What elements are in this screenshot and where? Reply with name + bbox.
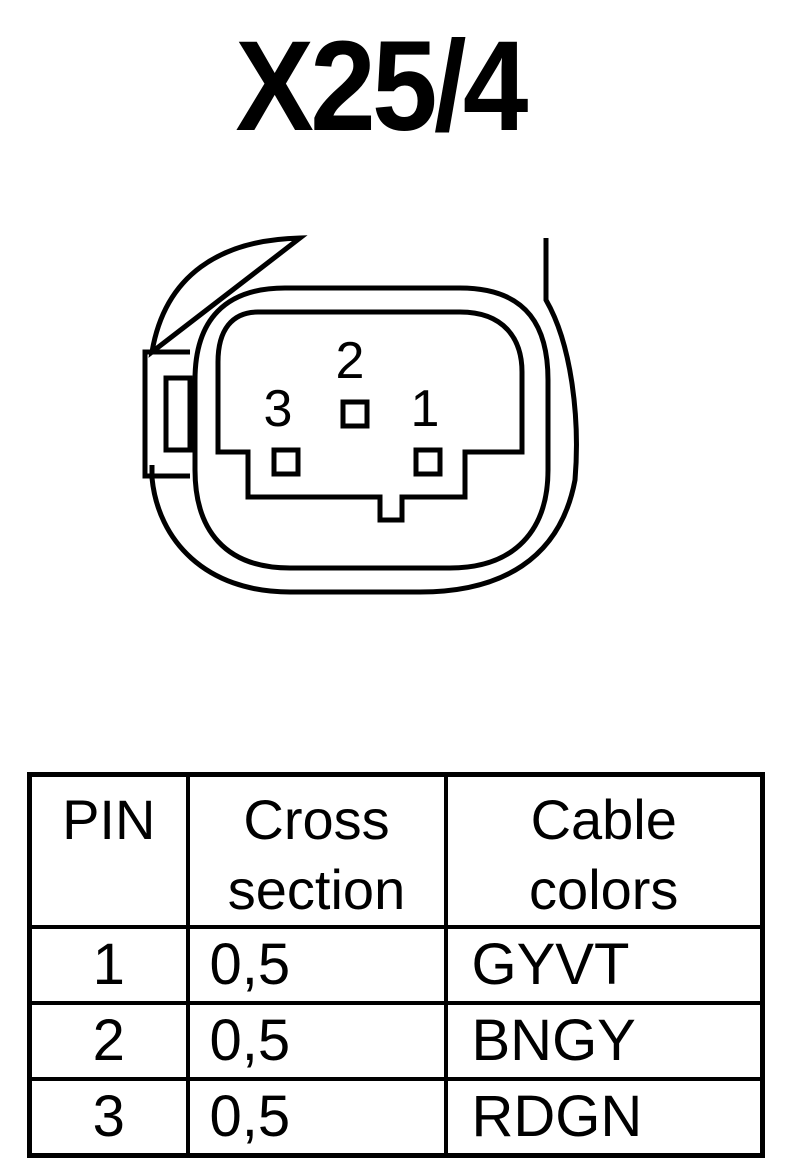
cross-section-cell: 0,5 (185, 925, 448, 1005)
cable-color-cell: GYVT (443, 925, 765, 1005)
header-cable-colors: Cable colors (443, 772, 765, 929)
pin-1-label: 1 (411, 380, 440, 438)
table-header-row: PIN Cross section Cable colors (27, 772, 765, 929)
header-cable-colors-line1: Cable (530, 788, 677, 851)
cable-color-cell: BNGY (443, 1001, 765, 1081)
pin-3-contact (271, 447, 301, 477)
pin-3-label: 3 (264, 380, 293, 438)
pin-number-cell: 3 (27, 1077, 190, 1158)
connector-title: X25/4 (235, 15, 528, 158)
connector-housing-outline (148, 235, 579, 595)
header-cross-section-line1: Cross (243, 788, 390, 851)
connector-face-diagram: 2 3 1 (142, 235, 579, 595)
pinout-table: PIN Cross section Cable colors 1 0,5 GYV… (27, 772, 765, 1158)
table-row: 3 0,5 RDGN (27, 1077, 765, 1158)
connector-latch (142, 349, 190, 479)
cross-section-cell: 0,5 (185, 1001, 448, 1081)
connector-pin-cavity (215, 309, 525, 523)
connector-latch-slot (163, 375, 193, 453)
pin-number-cell: 1 (27, 925, 190, 1005)
header-pin-label: PIN (62, 788, 156, 851)
header-pin: PIN (27, 772, 190, 929)
pin-2-contact (340, 399, 370, 429)
header-cross-section-line2: section (227, 858, 406, 921)
pin-2-label: 2 (336, 332, 365, 390)
header-cable-colors-line2: colors (529, 858, 679, 921)
cross-section-cell: 0,5 (185, 1077, 448, 1158)
cable-color-cell: RDGN (443, 1077, 765, 1158)
pin-1-contact (413, 447, 443, 477)
header-cross-section: Cross section (185, 772, 448, 929)
table-row: 1 0,5 GYVT (27, 925, 765, 1005)
table-row: 2 0,5 BNGY (27, 1001, 765, 1081)
connector-inner-shell (192, 285, 551, 571)
pin-number-cell: 2 (27, 1001, 190, 1081)
